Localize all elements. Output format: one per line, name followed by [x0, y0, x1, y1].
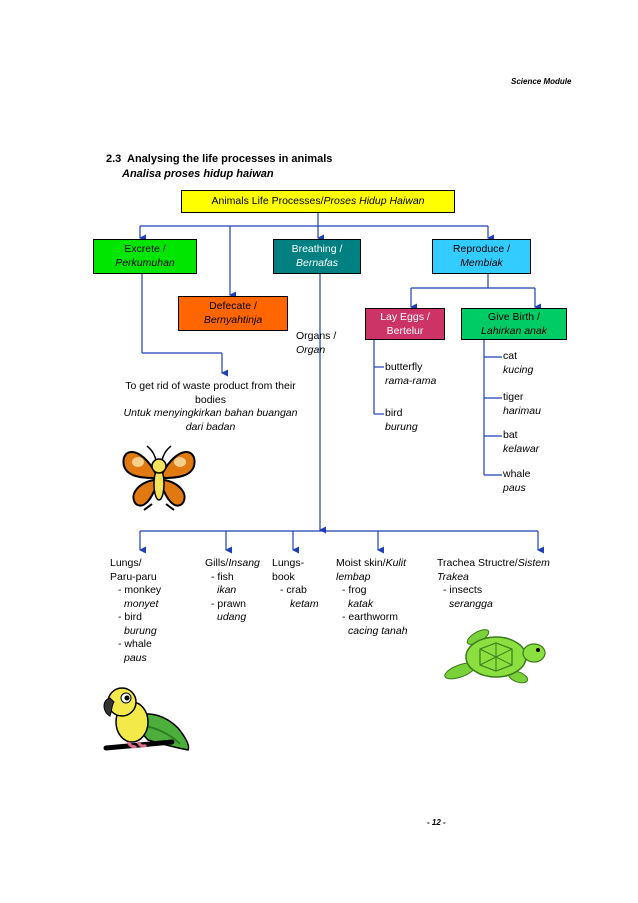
egg-animal-en: bird: [385, 407, 418, 421]
breathing-box: Breathing / Bernafas: [273, 239, 361, 274]
birth-animal-en: cat: [503, 350, 533, 364]
birth-animal-ms: harimau: [503, 405, 541, 419]
lay-eggs-box: Lay Eggs / Bertelur: [365, 308, 445, 340]
trachea-heading-ms: Sistem: [518, 557, 550, 569]
birth-animal-1: cat kucing: [503, 350, 533, 377]
birth-animal-ms: kelawar: [503, 443, 539, 457]
trachea-heading-en: Trachea Structre/: [437, 557, 518, 569]
trachea-item-en: - insects: [443, 584, 550, 598]
egg-animal-ms: rama-rama: [385, 375, 436, 389]
egg-animal-2: bird burung: [385, 407, 418, 434]
book-lungs-heading: Lungs-: [272, 557, 319, 571]
egg-animal-1: butterfly rama-rama: [385, 361, 436, 388]
lungs-item-en: - monkey: [118, 584, 161, 598]
parrot-illustration: [100, 680, 192, 758]
reproduce-ms: Membiak: [433, 256, 530, 270]
lungs-item-ms: burung: [118, 625, 161, 639]
organs-ms: Organ: [296, 344, 336, 358]
organs-label: Organs / Organ: [296, 330, 336, 357]
lay-eggs-en: Lay Eggs /: [380, 311, 430, 323]
birth-animal-en: bat: [503, 429, 539, 443]
book-lungs-group: Lungs- book - crab ketam: [272, 557, 319, 611]
skin-heading-en: Moist skin/: [336, 557, 386, 569]
book-lungs-heading-2: book: [272, 571, 319, 585]
lungs-heading-ms: Paru-paru: [110, 571, 161, 585]
birth-animal-ms: kucing: [503, 364, 533, 378]
gills-item-en: - prawn: [211, 598, 260, 612]
lungs-item-en: - whale: [118, 638, 161, 652]
defecate-box: Defecate / Bernyahtinja: [178, 296, 288, 331]
gills-group: Gills/Insang - fish ikan - prawn udang: [205, 557, 260, 625]
skin-heading: Moist skin/Kulit: [336, 557, 408, 571]
excrete-box: Excrete / Perkumuhan: [93, 239, 197, 274]
skin-item-ms: katak: [342, 598, 408, 612]
skin-group: Moist skin/Kulit lembap - frog katak - e…: [336, 557, 408, 638]
birth-animal-3: bat kelawar: [503, 429, 539, 456]
give-birth-box: Give Birth / Lahirkan anak: [461, 308, 567, 340]
skin-heading-ms-2: lembap: [336, 571, 408, 585]
page-number: - 12 -: [427, 818, 446, 827]
gills-heading-ms: Insang: [228, 557, 260, 569]
birth-animal-en: tiger: [503, 391, 541, 405]
excrete-ms: Perkumuhan: [94, 256, 196, 270]
root-box: Animals Life Processes/Proses Hidup Haiw…: [181, 190, 455, 213]
birth-animal-4: whale paus: [503, 468, 530, 495]
lay-eggs-ms: Bertelur: [366, 324, 444, 338]
give-birth-ms: Lahirkan anak: [462, 324, 566, 338]
reproduce-box: Reproduce / Membiak: [432, 239, 531, 274]
skin-item-ms: cacing tanah: [342, 625, 408, 639]
reproduce-en: Reproduce /: [453, 243, 510, 255]
trachea-heading-ms-2: Trakea: [437, 571, 550, 585]
skin-item-en: - frog: [342, 584, 408, 598]
lungs-item-ms: monyet: [118, 598, 161, 612]
waste-line2: bodies: [108, 394, 313, 408]
birth-animal-2: tiger harimau: [503, 391, 541, 418]
waste-line1: To get rid of waste product from their: [108, 380, 313, 394]
defecate-ms: Bernyahtinja: [179, 313, 287, 327]
gills-item-ms: udang: [211, 611, 260, 625]
lungs-group: Lungs/ Paru-paru - monkey monyet - bird …: [110, 557, 161, 665]
birth-animal-en: whale: [503, 468, 530, 482]
give-birth-en: Give Birth /: [488, 311, 540, 323]
waste-line4: dari badan: [108, 421, 313, 435]
root-ms: Proses Hidup Haiwan: [324, 195, 425, 207]
butterfly-illustration: [118, 440, 200, 515]
birth-animal-ms: paus: [503, 482, 530, 496]
breathing-en: Breathing /: [292, 243, 343, 255]
gills-heading: Gills/Insang: [205, 557, 260, 571]
skin-item-en: - earthworm: [342, 611, 408, 625]
lungs-heading: Lungs/: [110, 557, 161, 571]
trachea-item-ms: serangga: [443, 598, 550, 612]
book-lungs-item-ms: ketam: [280, 598, 319, 612]
waste-line3: Untuk menyingkirkan bahan buangan: [108, 407, 313, 421]
gills-heading-en: Gills/: [205, 557, 228, 569]
turtle-illustration: [440, 625, 548, 687]
breathing-ms: Bernafas: [274, 256, 360, 270]
defecate-en: Defecate /: [209, 300, 257, 312]
trachea-heading: Trachea Structre/Sistem: [437, 557, 550, 571]
gills-item-en: - fish: [211, 571, 260, 585]
skin-heading-ms: Kulit: [386, 557, 406, 569]
trachea-group: Trachea Structre/Sistem Trakea - insects…: [437, 557, 550, 611]
book-lungs-item-en: - crab: [280, 584, 319, 598]
gills-item-ms: ikan: [211, 584, 260, 598]
lungs-item-ms: paus: [118, 652, 161, 666]
organs-en: Organs /: [296, 330, 336, 344]
lungs-item-en: - bird: [118, 611, 161, 625]
root-en: Animals Life Processes/: [211, 195, 323, 207]
waste-description: To get rid of waste product from their b…: [108, 380, 313, 434]
egg-animal-ms: burung: [385, 421, 418, 435]
excrete-en: Excrete /: [124, 243, 165, 255]
egg-animal-en: butterfly: [385, 361, 436, 375]
